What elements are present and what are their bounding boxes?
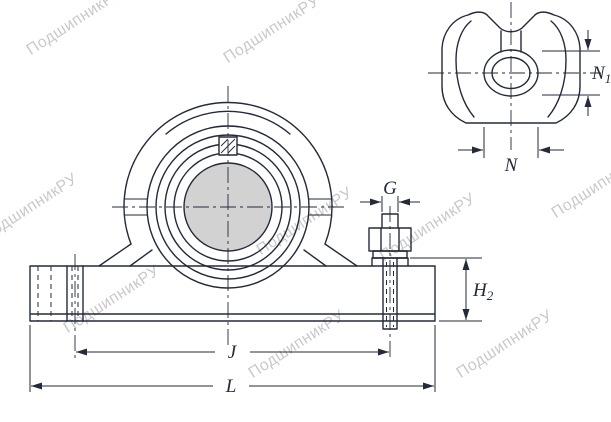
dim-label-g: G (383, 178, 397, 199)
dim-G: G (360, 178, 420, 212)
dim-label-h2: H2 (472, 280, 494, 303)
dim-H2: H2 (410, 257, 494, 322)
dim-N1: N1 (542, 30, 611, 116)
front-view-drawing (29, 101, 436, 330)
dim-L: L (29, 325, 436, 397)
centerlines (74, 2, 601, 360)
dim-N: N (458, 127, 564, 176)
dim-label-j: J (228, 342, 238, 363)
dim-J: J (76, 342, 389, 363)
dim-label-l: L (225, 376, 237, 397)
mounting-bolt (368, 213, 412, 330)
dim-label-n: N (504, 155, 519, 176)
dim-label-n1: N1 (591, 63, 611, 86)
